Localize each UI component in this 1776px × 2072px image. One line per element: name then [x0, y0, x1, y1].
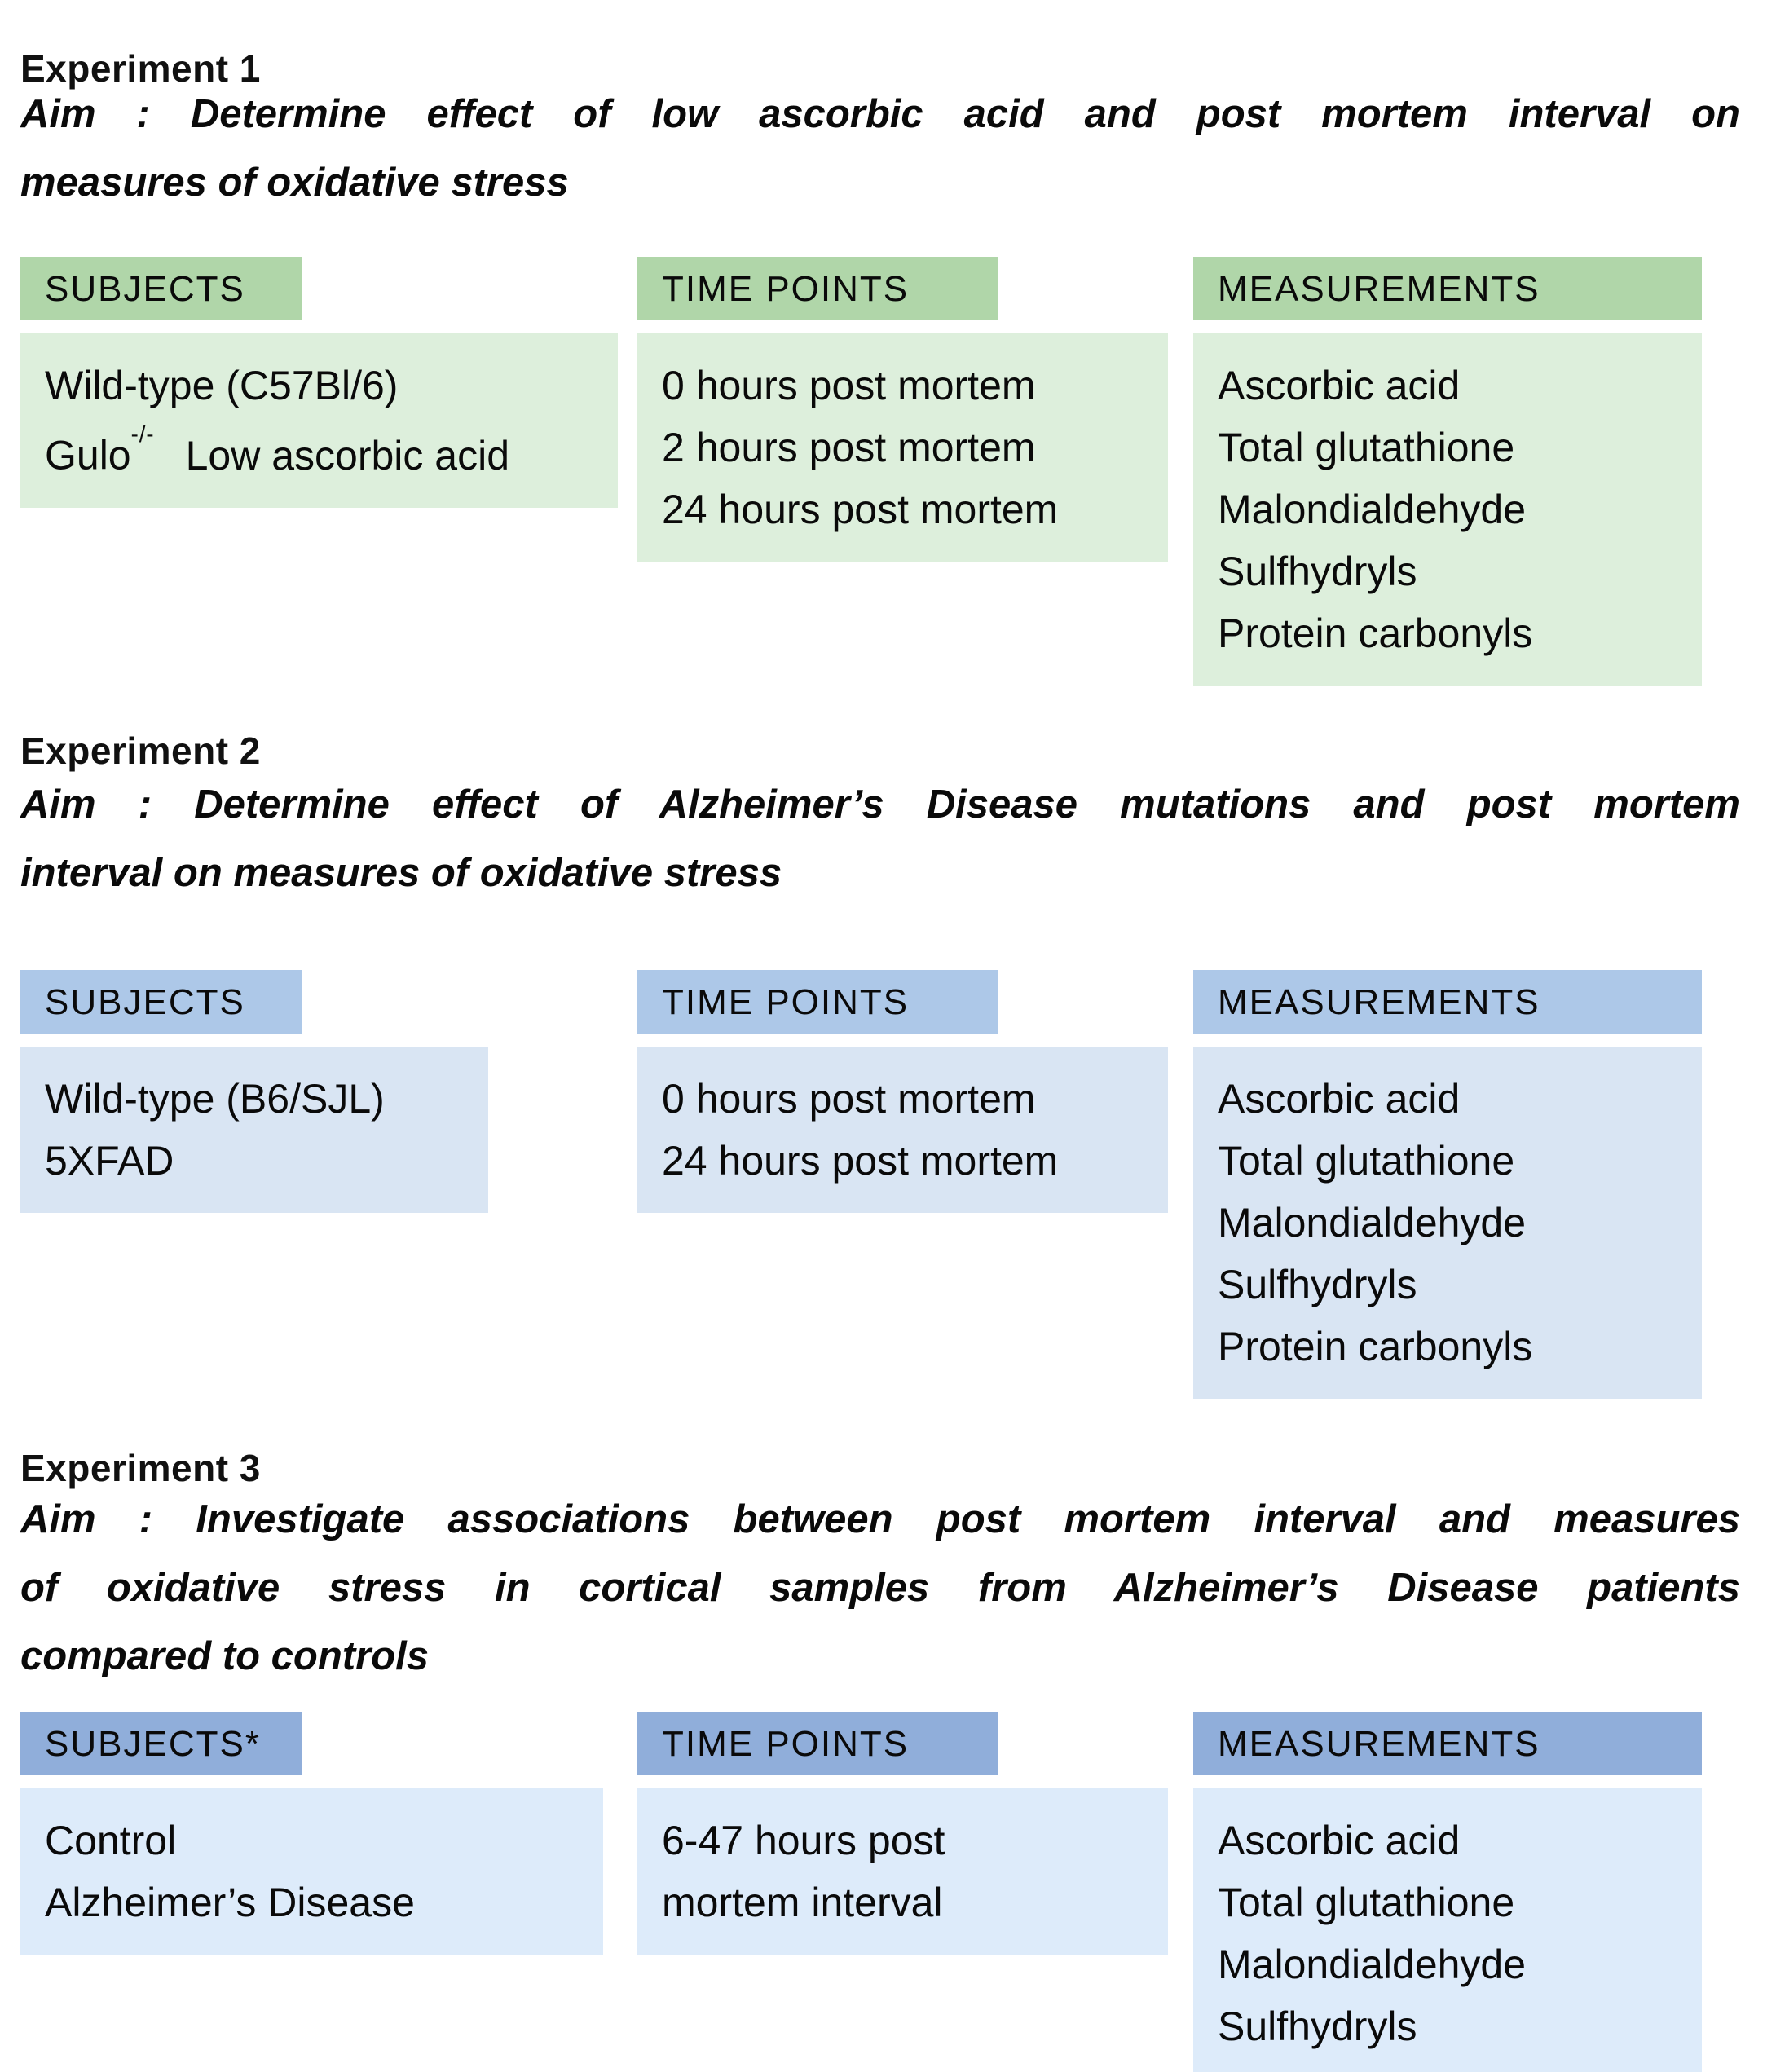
- column-header: SUBJECTS*: [20, 1712, 302, 1775]
- experiment-aim: Aim : Investigate associations between p…: [20, 1485, 1740, 1691]
- box-line-suffix: Low ascorbic acid: [185, 432, 510, 478]
- box-line: 2 hours post mortem: [662, 425, 1036, 470]
- box-line: Malondialdehyde: [1218, 1942, 1527, 1987]
- box-line: Alzheimer’s Disease: [45, 1880, 415, 1925]
- box-line: Sulfhydryls: [1218, 1262, 1417, 1307]
- box-line: Sulfhydryls: [1218, 2004, 1417, 2049]
- box-line: 24 hours post mortem: [662, 1138, 1059, 1184]
- column-body: Wild-type (B6/SJL) 5XFAD: [20, 1047, 488, 1213]
- box-line: Protein carbonyls: [1218, 611, 1533, 656]
- column-body: 0 hours post mortem 24 hours post mortem: [637, 1047, 1168, 1213]
- box-line: Gulo-/-Low ascorbic acid: [45, 421, 510, 478]
- box-line: Wild-type (C57Bl/6): [45, 363, 399, 408]
- box-line: Total glutathione: [1218, 1880, 1515, 1925]
- experiment-title: Experiment 3: [20, 1447, 261, 1490]
- superscript: -/-: [130, 421, 155, 447]
- column-time-points: TIME POINTS 0 hours post mortem 2 hours p…: [637, 257, 1168, 562]
- aim-line: Aim : Determine effect of Alzheimer’s Di…: [20, 783, 1740, 827]
- column-body: 0 hours post mortem 2 hours post mortem 24…: [637, 333, 1168, 562]
- experiment-aim: Aim : Determine effect of low ascorbic a…: [20, 80, 1740, 217]
- box-line: 0 hours post mortem: [662, 363, 1036, 408]
- aim-line: measures of oxidative stress: [20, 161, 569, 205]
- column-subjects: SUBJECTS Wild-type (B6/SJL) 5XFAD: [20, 970, 488, 1213]
- box-line: mortem interval: [662, 1880, 943, 1925]
- aim-line: Aim : Investigate associations between p…: [20, 1497, 1740, 1541]
- experiment-title: Experiment 1: [20, 47, 261, 90]
- aim-line: compared to controls: [20, 1634, 429, 1678]
- aim-line: of oxidative stress in cortical samples …: [20, 1566, 1740, 1610]
- box-line: Malondialdehyde: [1218, 487, 1527, 532]
- box-line: Sulfhydryls: [1218, 549, 1417, 594]
- box-line: 24 hours post mortem: [662, 487, 1059, 532]
- column-time-points: TIME POINTS 0 hours post mortem 24 hours …: [637, 970, 1168, 1213]
- box-line: 6-47 hours post: [662, 1818, 945, 1863]
- box-line: Ascorbic acid: [1218, 363, 1461, 408]
- experiment-aim: Aim : Determine effect of Alzheimer’s Di…: [20, 770, 1740, 907]
- aim-line: interval on measures of oxidative stress: [20, 851, 782, 895]
- box-line: Malondialdehyde: [1218, 1200, 1527, 1245]
- column-header: SUBJECTS: [20, 970, 302, 1034]
- column-time-points: TIME POINTS 6-47 hours post mortem interv…: [637, 1712, 1168, 1955]
- column-header: TIME POINTS: [637, 970, 998, 1034]
- column-header: SUBJECTS: [20, 257, 302, 320]
- box-line: Ascorbic acid: [1218, 1818, 1461, 1863]
- column-header: MEASUREMENTS: [1193, 970, 1702, 1034]
- box-line: Control: [45, 1818, 177, 1863]
- column-header: MEASUREMENTS: [1193, 257, 1702, 320]
- column-header: MEASUREMENTS: [1193, 1712, 1702, 1775]
- box-line: Wild-type (B6/SJL): [45, 1076, 385, 1122]
- box-line: Ascorbic acid: [1218, 1076, 1461, 1122]
- column-header: TIME POINTS: [637, 1712, 998, 1775]
- box-line: 0 hours post mortem: [662, 1076, 1036, 1122]
- column-body: Wild-type (C57Bl/6)Gulo-/-Low ascorbic a…: [20, 333, 618, 508]
- box-line: 5XFAD: [45, 1138, 174, 1184]
- box-line: Total glutathione: [1218, 1138, 1515, 1184]
- column-subjects: SUBJECTS Wild-type (C57Bl/6)Gulo-/-Low a…: [20, 257, 618, 508]
- column-header: TIME POINTS: [637, 257, 998, 320]
- experiment-title: Experiment 2: [20, 730, 261, 773]
- aim-line: Aim : Determine effect of low ascorbic a…: [20, 92, 1740, 136]
- box-line: Total glutathione: [1218, 425, 1515, 470]
- box-line: Protein carbonyls: [1218, 1324, 1533, 1369]
- column-body: 6-47 hours post mortem interval: [637, 1788, 1168, 1955]
